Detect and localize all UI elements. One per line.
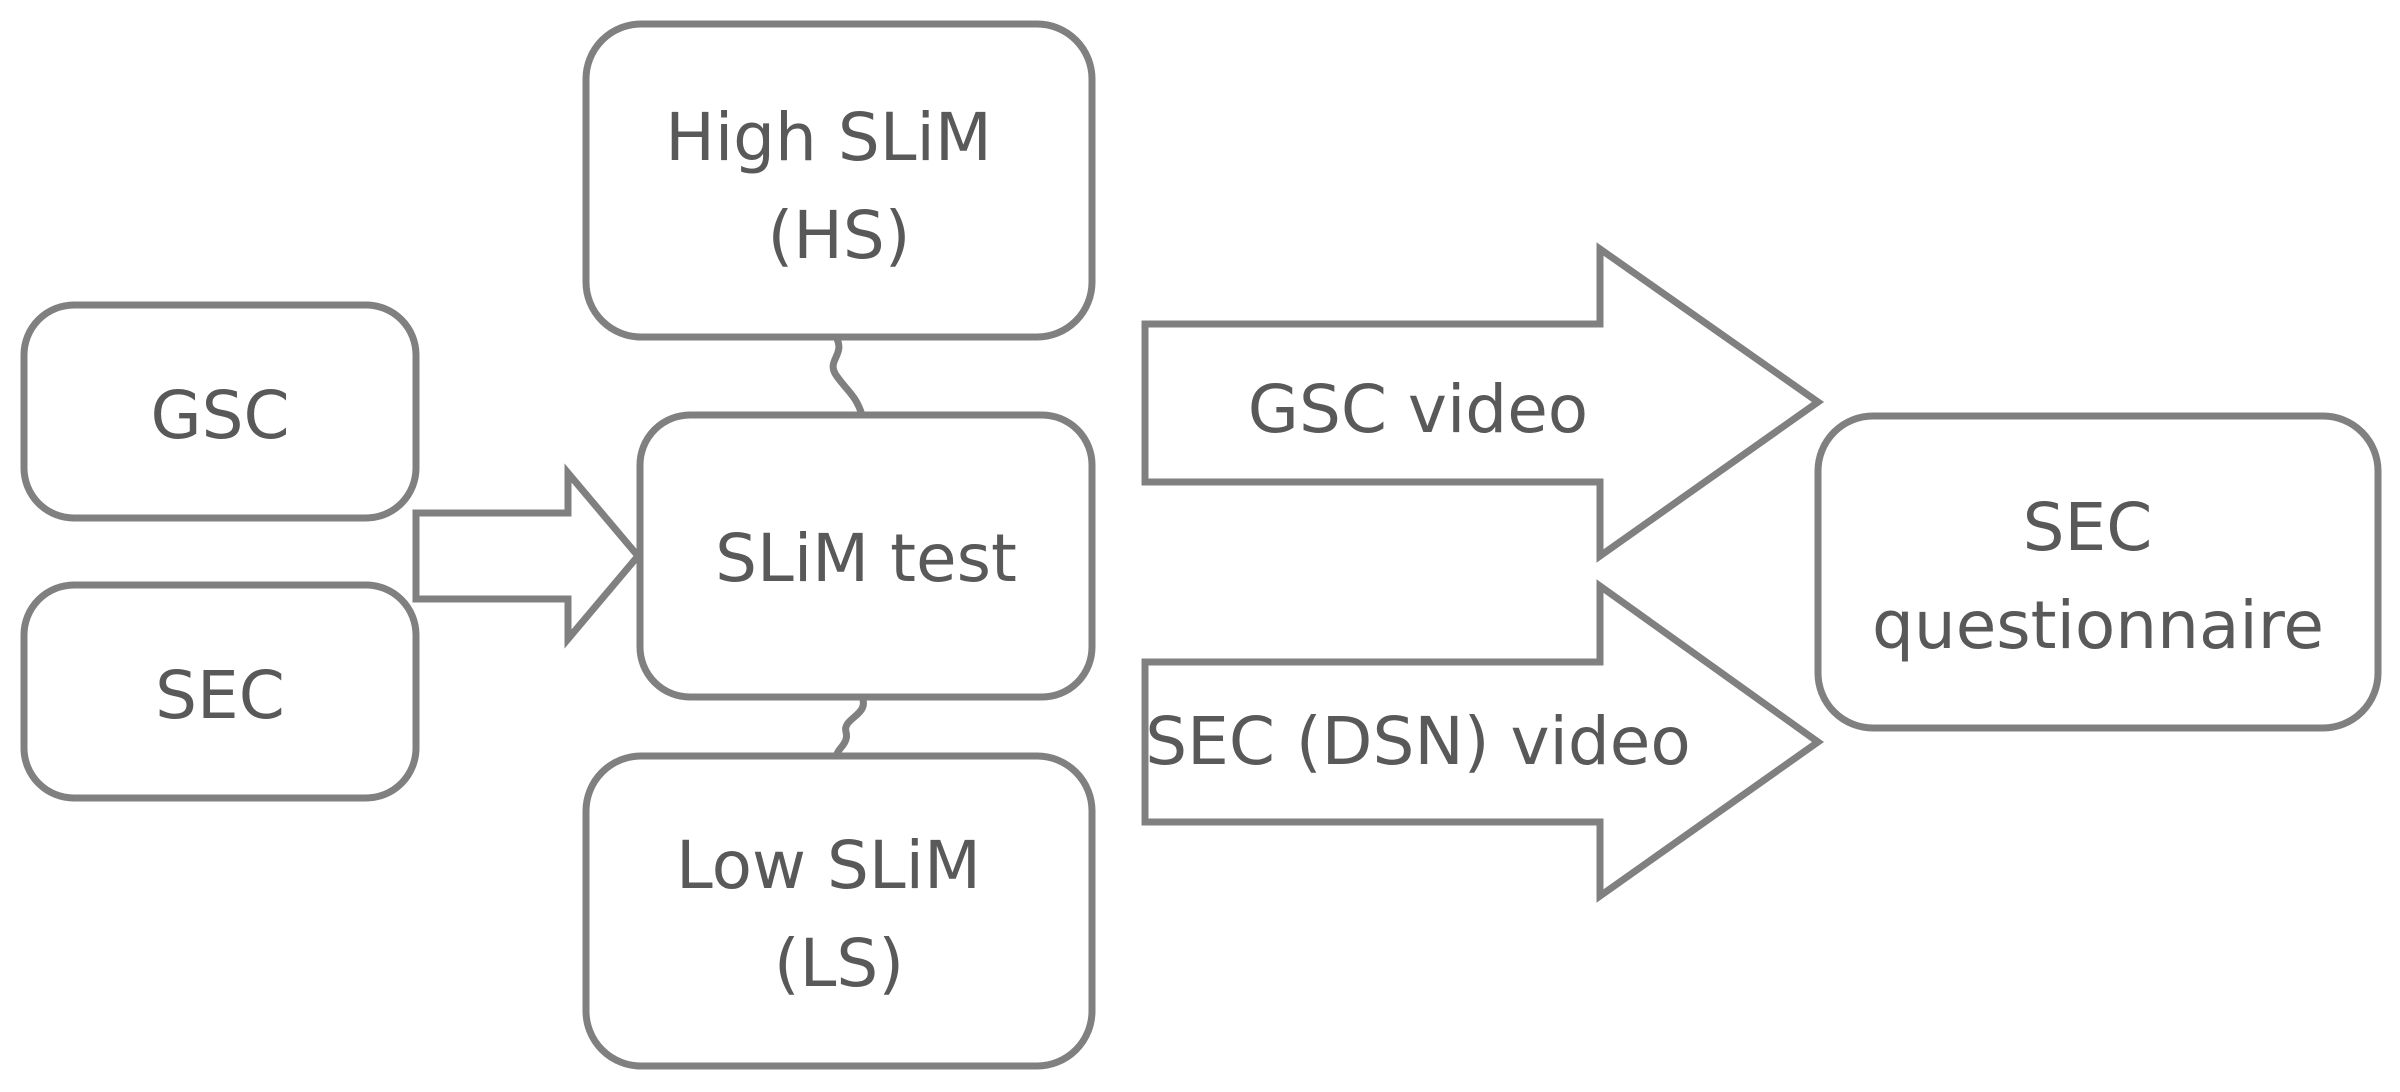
- sec-questionnaire-box: [1814, 412, 2382, 732]
- high-slim-connector: [829, 333, 866, 419]
- slim-test-label: SLiM test: [715, 520, 1017, 597]
- high-slim-label: High SLiM (HS): [665, 99, 1013, 274]
- slim-test-box: [636, 411, 1096, 701]
- low-slim-box: [582, 752, 1096, 1070]
- high-slim-box: [582, 20, 1096, 341]
- low-slim-connector: [833, 693, 867, 762]
- gsc-video-label: GSC video: [1248, 371, 1588, 448]
- sec-dsn-video-label: SEC (DSN) video: [1145, 703, 1691, 780]
- gsc-box: [20, 301, 420, 522]
- input-arrow: [412, 463, 643, 649]
- gsc-label: GSC: [150, 377, 289, 454]
- sec-box: [20, 581, 420, 802]
- sec-questionnaire-label: SEC questionnaire: [1872, 489, 2324, 664]
- sec-dsn-video-arrow: [1141, 579, 1825, 903]
- low-slim-label: Low SLiM (LS): [676, 827, 1002, 1002]
- sec-label: SEC: [155, 657, 285, 734]
- gsc-video-arrow: [1141, 242, 1825, 563]
